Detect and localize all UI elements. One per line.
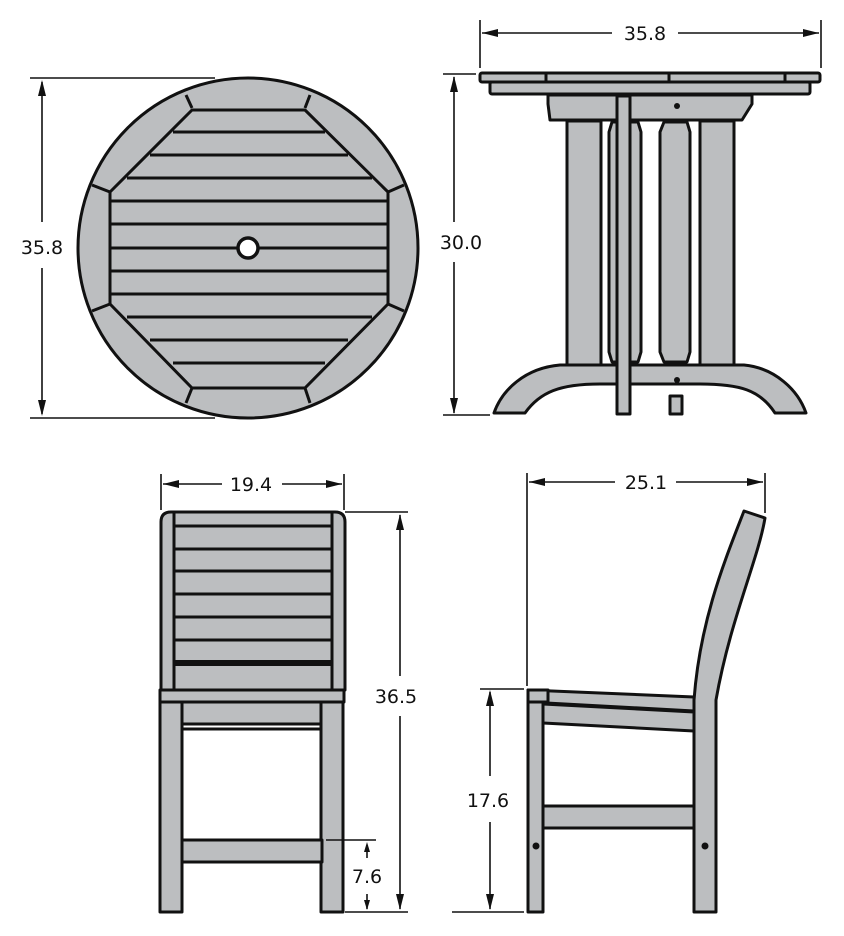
chair-seat-height-dimension: 17.6: [452, 688, 524, 913]
table-diameter-label: 35.8: [21, 237, 63, 259]
table-width-dimension: 35.8: [479, 20, 822, 68]
chair-seat-height-label: 17.6: [467, 790, 509, 812]
chair-height-dimension: 36.5: [345, 511, 417, 913]
chair-height-label: 36.5: [375, 686, 417, 708]
chair-front-view: [158, 510, 347, 914]
chair-stretcher-dimension: 7.6: [326, 839, 382, 910]
table-diameter-dimension: 35.8: [21, 77, 215, 419]
table-side-view: [478, 71, 822, 416]
chair-width-dimension: 19.4: [160, 474, 345, 510]
chair-depth-label: 25.1: [625, 472, 667, 494]
umbrella-hole: [236, 236, 260, 260]
table-top-view: [76, 76, 420, 420]
chair-width-label: 19.4: [230, 474, 272, 496]
chair-depth-dimension: 25.1: [526, 472, 766, 686]
chair-stretcher-label: 7.6: [352, 866, 382, 888]
table-width-label: 35.8: [624, 23, 666, 45]
table-height-dimension: 30.0: [440, 73, 490, 416]
table-height-label: 30.0: [440, 232, 482, 254]
chair-side-view: [526, 509, 767, 914]
